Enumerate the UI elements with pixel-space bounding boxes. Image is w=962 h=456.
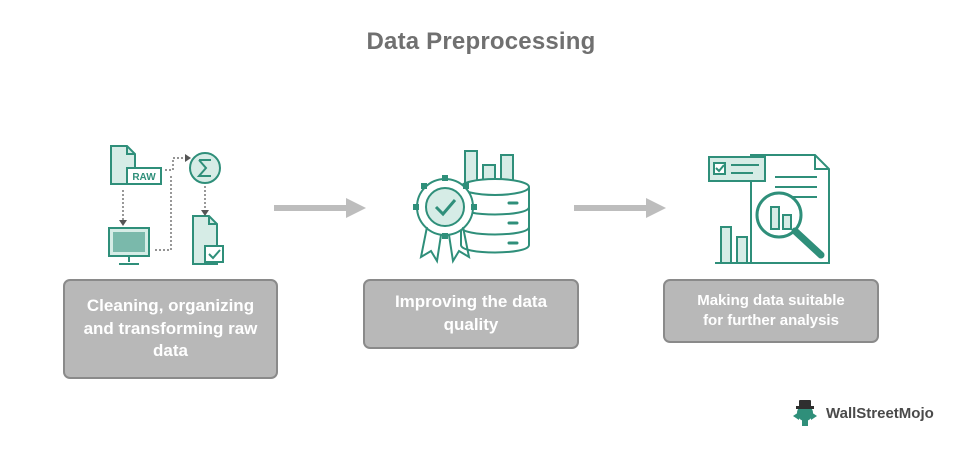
flow-arrow-2 bbox=[574, 198, 666, 218]
page-title: Data Preprocessing bbox=[366, 28, 596, 55]
step-box-3: Making data suitable for further analysi… bbox=[663, 279, 879, 343]
analysis-report-icon bbox=[708, 154, 830, 264]
step-box-1: Cleaning, organizing and transforming ra… bbox=[63, 279, 278, 379]
step-label-3: Making data suitable for further analysi… bbox=[697, 291, 845, 329]
step-box-2: Improving the data quality bbox=[363, 279, 579, 349]
mojo-logo-icon bbox=[793, 400, 817, 426]
step-label-1: Cleaning, organizing and transforming ra… bbox=[83, 295, 258, 361]
raw-tag: RAW bbox=[132, 172, 156, 183]
brand-name: WallStreetMojo bbox=[826, 404, 934, 422]
step-label-2: Improving the data quality bbox=[394, 292, 548, 334]
raw-data-workflow-icon: RAW bbox=[108, 145, 224, 265]
brand-logo: WallStreetMojo bbox=[790, 398, 934, 428]
flow-arrow-1 bbox=[274, 198, 366, 218]
quality-database-icon bbox=[413, 150, 530, 264]
